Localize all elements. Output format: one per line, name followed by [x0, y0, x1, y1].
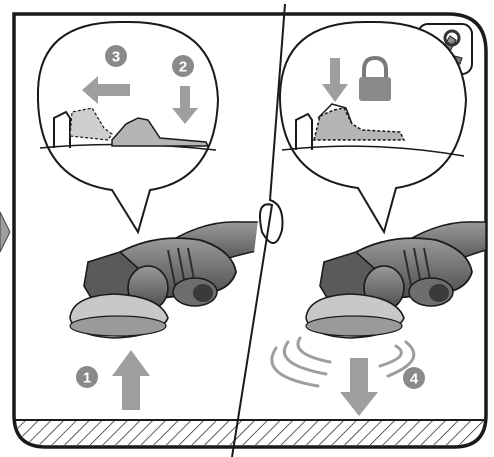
step-badge-1: 1	[76, 366, 98, 388]
zoom-bubble-right	[279, 20, 468, 235]
padlock-icon	[359, 55, 391, 101]
arrow-up-icon	[112, 350, 150, 410]
arrow-down-icon	[172, 86, 198, 124]
svg-text:1: 1	[83, 370, 91, 387]
arrow-left-icon	[82, 76, 130, 104]
panel-divider	[231, 3, 286, 457]
step-badge-4: 4	[403, 367, 425, 389]
step-badge-2: 2	[172, 55, 194, 77]
angle-grinder-right	[305, 221, 487, 339]
left-panel: 3 2	[37, 20, 263, 410]
floor-hatch	[16, 415, 484, 445]
angle-grinder-left	[69, 221, 263, 339]
svg-text:2: 2	[179, 59, 187, 76]
chevron-right-icon	[0, 211, 11, 253]
svg-text:3: 3	[112, 49, 120, 66]
step-badge-3: 3	[105, 45, 127, 67]
zoom-bubble-left: 3 2	[37, 20, 220, 235]
arrow-down-icon	[322, 58, 348, 102]
motion-lines	[270, 336, 416, 388]
right-panel: 4	[270, 20, 487, 416]
svg-text:4: 4	[410, 371, 419, 388]
arrow-down-icon	[340, 358, 378, 416]
